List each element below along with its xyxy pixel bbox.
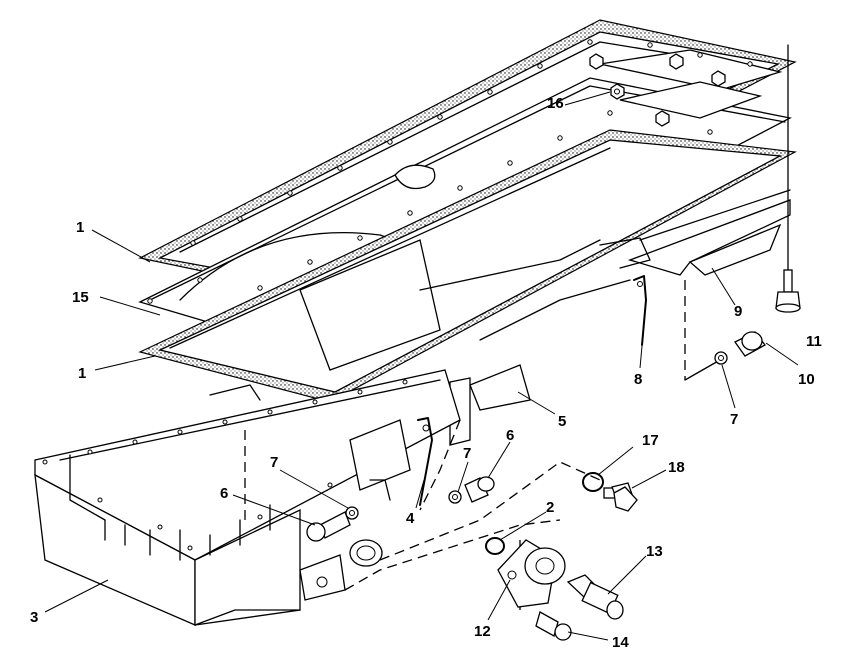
bracket-4 bbox=[417, 417, 433, 506]
callout-8: 8 bbox=[634, 371, 642, 388]
callout-labels: 1 15 1 3 16 9 11 8 10 7 5 17 18 6 7 7 6 … bbox=[30, 95, 822, 651]
callout-13: 13 bbox=[646, 543, 663, 560]
callout-18: 18 bbox=[668, 459, 685, 476]
bracket-8 bbox=[633, 275, 647, 346]
callout-14: 14 bbox=[612, 634, 629, 651]
leader-lines bbox=[44, 91, 799, 641]
bolt-11 bbox=[775, 269, 801, 313]
callout-11: 11 bbox=[806, 333, 822, 350]
washer-7-right bbox=[714, 351, 728, 365]
o-ring-17 bbox=[582, 472, 604, 492]
callout-6-middle: 6 bbox=[506, 427, 514, 444]
sensor-13 bbox=[566, 574, 624, 620]
baffle-9 bbox=[599, 189, 791, 276]
callout-15: 15 bbox=[72, 289, 89, 306]
washer-7-left bbox=[345, 506, 359, 520]
pan-rim-holes bbox=[42, 379, 408, 551]
washer-7-middle bbox=[448, 490, 462, 504]
o-ring-2 bbox=[485, 537, 505, 555]
callout-7-right: 7 bbox=[730, 411, 738, 428]
bolt-6-middle bbox=[464, 476, 495, 503]
callout-10: 10 bbox=[798, 371, 815, 388]
casting-5 bbox=[299, 239, 631, 446]
callout-6-left: 6 bbox=[220, 485, 228, 502]
callout-9: 9 bbox=[734, 303, 742, 320]
oil-pan-3 bbox=[34, 369, 461, 626]
callout-5: 5 bbox=[558, 413, 566, 430]
nut-16-group bbox=[589, 53, 726, 127]
callout-7-left: 7 bbox=[270, 454, 278, 471]
bolt-14 bbox=[535, 611, 572, 641]
callout-4: 4 bbox=[406, 510, 415, 527]
callout-1-upper: 1 bbox=[76, 219, 84, 236]
callout-16: 16 bbox=[547, 95, 564, 112]
callout-3: 3 bbox=[30, 609, 38, 626]
callout-1-lower: 1 bbox=[78, 365, 86, 382]
callout-2: 2 bbox=[546, 499, 554, 516]
callout-7-middle: 7 bbox=[463, 445, 471, 462]
bolt-6-left bbox=[306, 511, 351, 542]
callout-17: 17 bbox=[642, 432, 659, 449]
housing-12 bbox=[497, 539, 566, 608]
plug-18 bbox=[603, 482, 638, 512]
bolt-10 bbox=[734, 331, 766, 357]
callout-12: 12 bbox=[474, 623, 491, 640]
